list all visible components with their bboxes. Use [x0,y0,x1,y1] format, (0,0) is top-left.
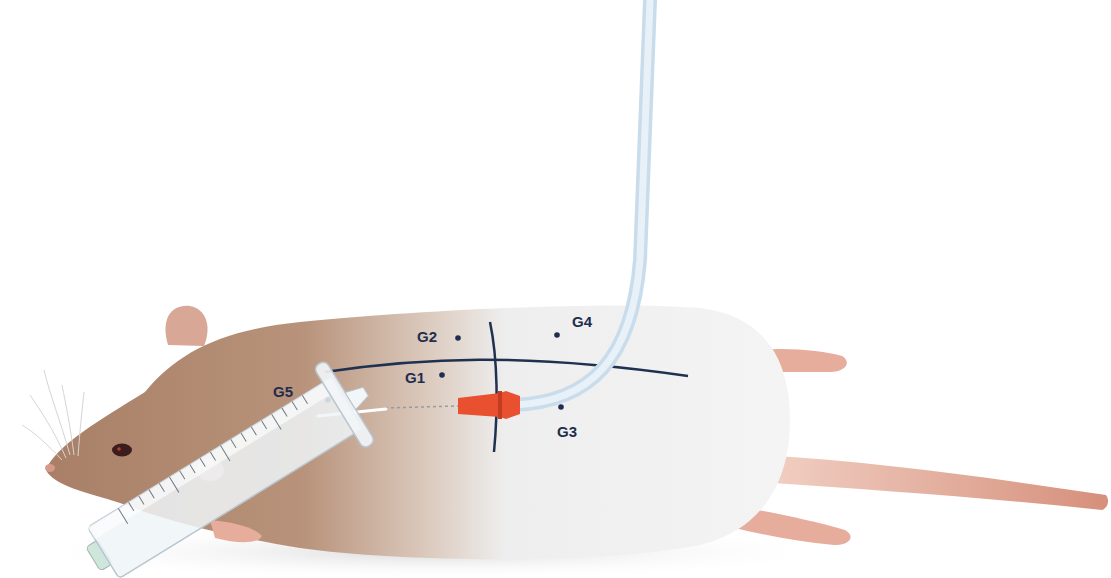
eye-glint [117,447,121,451]
guide-line [325,360,688,376]
guide-line [490,322,497,452]
ear [165,306,207,346]
catheter-hub [498,391,502,419]
nose [45,464,55,472]
catheter-hub [458,391,520,419]
tail [760,455,1108,510]
callout-label: G2 [417,328,437,346]
syringe [68,351,391,578]
whiskers [22,370,84,460]
callout-label: G3 [557,423,577,441]
eye [112,444,132,457]
catheter-tube [514,0,650,405]
catheter-tube [514,0,650,405]
front-paw [210,520,262,542]
needle-path [385,406,458,408]
callout-label: G5 [273,383,293,401]
callout-label: G1 [405,369,425,387]
callout-label: G4 [572,313,592,331]
